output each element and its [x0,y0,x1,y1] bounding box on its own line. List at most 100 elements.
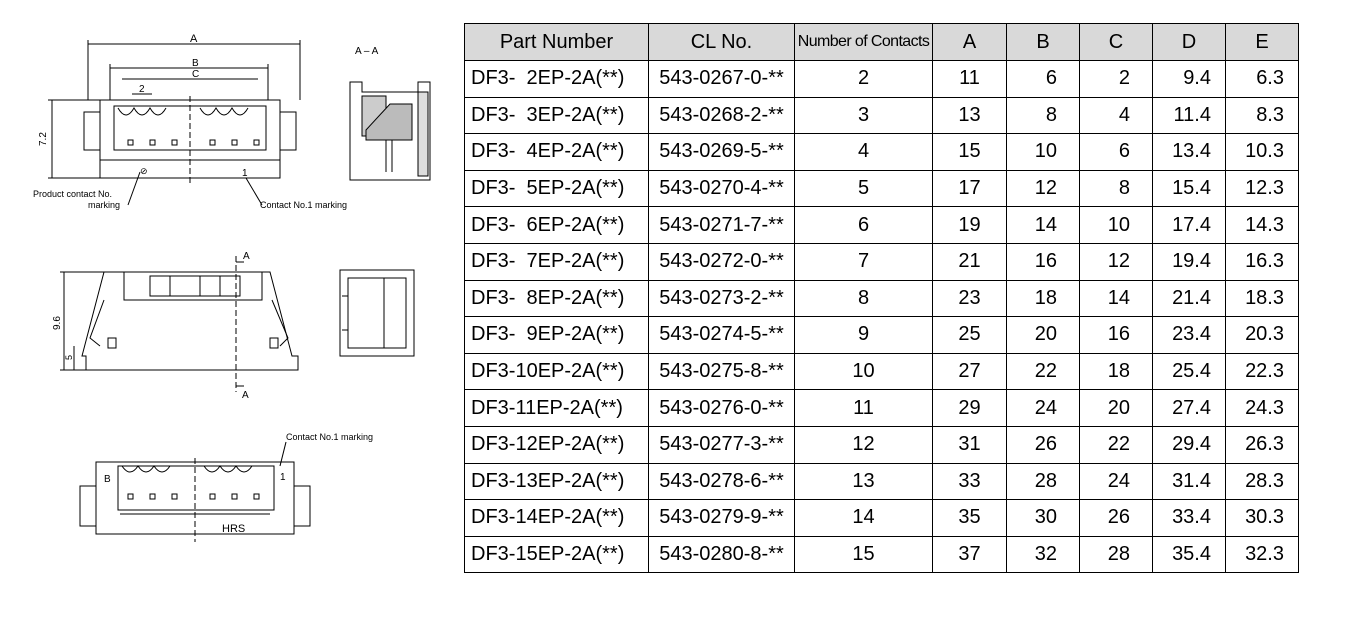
bottom-dim-b: B [104,474,111,485]
cell-part-number: DF3- 7EP-2A(**) [464,242,649,281]
contact-no1-label: Contact No.1 marking [260,200,347,210]
header-e: E [1225,23,1299,61]
cell-part-number: DF3-10EP-2A(**) [464,352,649,391]
cell-contacts: 13 [794,462,933,501]
cell-contacts: 2 [794,60,933,98]
cell-b: 28 [1006,462,1080,501]
dim-small-5: 5 [64,355,74,360]
side-view [339,269,415,357]
cell-part-number: DF3- 2EP-2A(**) [464,60,649,98]
cell-part-number: DF3-11EP-2A(**) [464,389,649,427]
technical-drawing: A B C 2 7.2 ⊘ Product contact No. [33,33,431,542]
table-header-row: Part Number CL No. Number of Contacts A … [464,23,1299,61]
cell-e: 26.3 [1225,425,1299,464]
cell-e: 16.3 [1225,242,1299,281]
cell-contacts: 7 [794,242,933,281]
cell-cl-no: 543-0275-8-** [648,352,795,391]
cell-part-number: DF3-15EP-2A(**) [464,535,649,574]
bottom-view: Contact No.1 marking 1 B HRS [79,432,373,542]
cell-b: 12 [1006,169,1080,208]
cell-cl-no: 543-0279-9-** [648,499,795,537]
cell-d: 33.4 [1152,499,1226,537]
dim-pitch-label: 2 [139,84,145,95]
cell-b: 20 [1006,316,1080,354]
brand-mark: HRS [222,523,245,535]
cell-c: 16 [1079,316,1153,354]
cell-d: 29.4 [1152,425,1226,464]
cell-part-number: DF3-14EP-2A(**) [464,499,649,537]
cell-d: 9.4 [1152,60,1226,98]
cell-contacts: 4 [794,133,933,171]
cell-c: 6 [1079,133,1153,171]
cell-c: 22 [1079,425,1153,464]
cell-e: 10.3 [1225,133,1299,171]
dim-c-label: C [192,69,199,80]
cell-b: 22 [1006,352,1080,391]
cell-c: 18 [1079,352,1153,391]
cell-a: 31 [932,425,1007,464]
cell-d: 15.4 [1152,169,1226,208]
cell-cl-no: 543-0280-8-** [648,535,795,574]
dim-height-96: 9.6 [52,316,63,330]
cell-d: 35.4 [1152,535,1226,574]
cell-cl-no: 543-0271-7-** [648,206,795,244]
cell-d: 23.4 [1152,316,1226,354]
cell-c: 8 [1079,169,1153,208]
cell-a: 35 [932,499,1007,537]
cell-part-number: DF3- 3EP-2A(**) [464,96,649,135]
cell-part-number: DF3- 6EP-2A(**) [464,206,649,244]
cell-contacts: 9 [794,316,933,354]
cell-c: 14 [1079,279,1153,318]
cell-cl-no: 543-0278-6-** [648,462,795,501]
cell-contacts: 3 [794,96,933,135]
cell-cl-no: 543-0273-2-** [648,279,795,318]
cell-e: 24.3 [1225,389,1299,427]
cell-a: 29 [932,389,1007,427]
bottom-contact-no1-number: 1 [280,472,286,483]
cell-e: 6.3 [1225,60,1299,98]
cell-a: 17 [932,169,1007,208]
cell-e: 32.3 [1225,535,1299,574]
cell-e: 8.3 [1225,96,1299,135]
product-contact-label-2: marking [88,200,120,210]
cell-a: 13 [932,96,1007,135]
connector-drawings: A B C 2 7.2 ⊘ Product contact No. [0,0,450,633]
part-spec-table: Part Number CL No. Number of Contacts A … [464,23,1299,574]
header-d: D [1152,23,1226,61]
cell-a: 15 [932,133,1007,171]
front-view: A A 9.6 5 [52,251,299,401]
cell-a: 19 [932,206,1007,244]
product-contact-mark: ⊘ [140,166,148,176]
cell-b: 30 [1006,499,1080,537]
header-number-of-contacts: Number of Contacts [794,23,933,61]
cell-a: 21 [932,242,1007,281]
cell-b: 32 [1006,535,1080,574]
bottom-contact-no1-label: Contact No.1 marking [286,432,373,442]
cell-c: 2 [1079,60,1153,98]
cell-e: 20.3 [1225,316,1299,354]
dim-height-label: 7.2 [38,132,49,146]
cell-contacts: 15 [794,535,933,574]
section-label: A – A [355,46,379,57]
cell-c: 20 [1079,389,1153,427]
cell-cl-no: 543-0270-4-** [648,169,795,208]
cell-part-number: DF3-12EP-2A(**) [464,425,649,464]
cell-contacts: 10 [794,352,933,391]
cell-c: 10 [1079,206,1153,244]
cell-cl-no: 543-0269-5-** [648,133,795,171]
cell-a: 33 [932,462,1007,501]
cell-b: 8 [1006,96,1080,135]
cell-contacts: 8 [794,279,933,318]
cell-part-number: DF3- 9EP-2A(**) [464,316,649,354]
cell-d: 27.4 [1152,389,1226,427]
cell-part-number: DF3- 8EP-2A(**) [464,279,649,318]
header-a: A [932,23,1007,61]
cell-d: 31.4 [1152,462,1226,501]
